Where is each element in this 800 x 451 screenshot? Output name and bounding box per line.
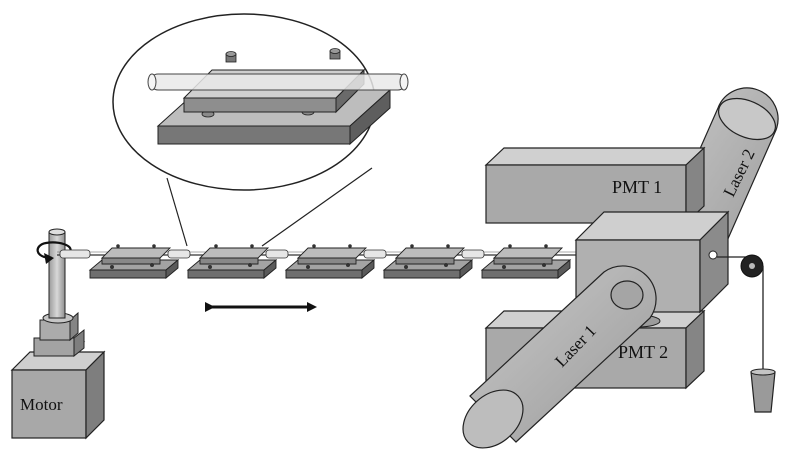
sample-holder-3 xyxy=(284,244,376,279)
sample-holder-1 xyxy=(88,244,180,279)
laser-1-end-cap xyxy=(462,389,524,449)
magnified-inset xyxy=(112,13,409,247)
hanging-weight-icon xyxy=(750,371,776,413)
motor-assembly: Motor xyxy=(10,228,106,440)
inset-pointer-line-left xyxy=(166,177,188,247)
sample-holder-2 xyxy=(186,244,278,279)
rotation-arrow-icon xyxy=(36,241,72,260)
motor-label: Motor xyxy=(20,395,63,414)
laser-1: Laser 1 xyxy=(462,265,657,449)
motor-shaft xyxy=(48,231,66,319)
inset-sample-holder xyxy=(147,48,409,146)
pmt-2-label: PMT 2 xyxy=(618,342,668,362)
motor-box xyxy=(11,369,87,439)
sample-holder-5 xyxy=(480,244,572,279)
inset-pointer-line-right xyxy=(261,167,373,247)
laser-2-end-cap xyxy=(718,97,776,141)
sample-holder-4 xyxy=(382,244,474,279)
pmt-1-label: PMT 1 xyxy=(612,177,662,197)
pulley-weight-assembly xyxy=(717,254,776,413)
